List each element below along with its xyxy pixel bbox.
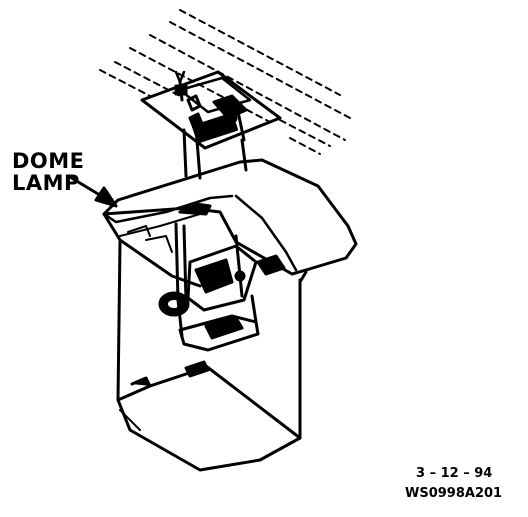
callout-label-line-1: DOME xyxy=(12,149,85,173)
headliner-panel xyxy=(116,240,308,472)
dome-lamp-housing xyxy=(102,158,358,288)
diagram-date: 3 – 12 – 94 xyxy=(416,466,493,481)
figure-code: WS0998A201 xyxy=(405,486,503,501)
wiring-terminals xyxy=(174,70,248,180)
bulb-grommet xyxy=(158,291,190,317)
lower-lens-plate xyxy=(176,294,260,352)
roof-mounting-plate xyxy=(140,70,282,150)
callout-label-line-2: LAMP xyxy=(12,171,80,195)
lamp-socket-bracket xyxy=(174,222,258,312)
dome-lamp-callout-arrow xyxy=(68,175,118,208)
